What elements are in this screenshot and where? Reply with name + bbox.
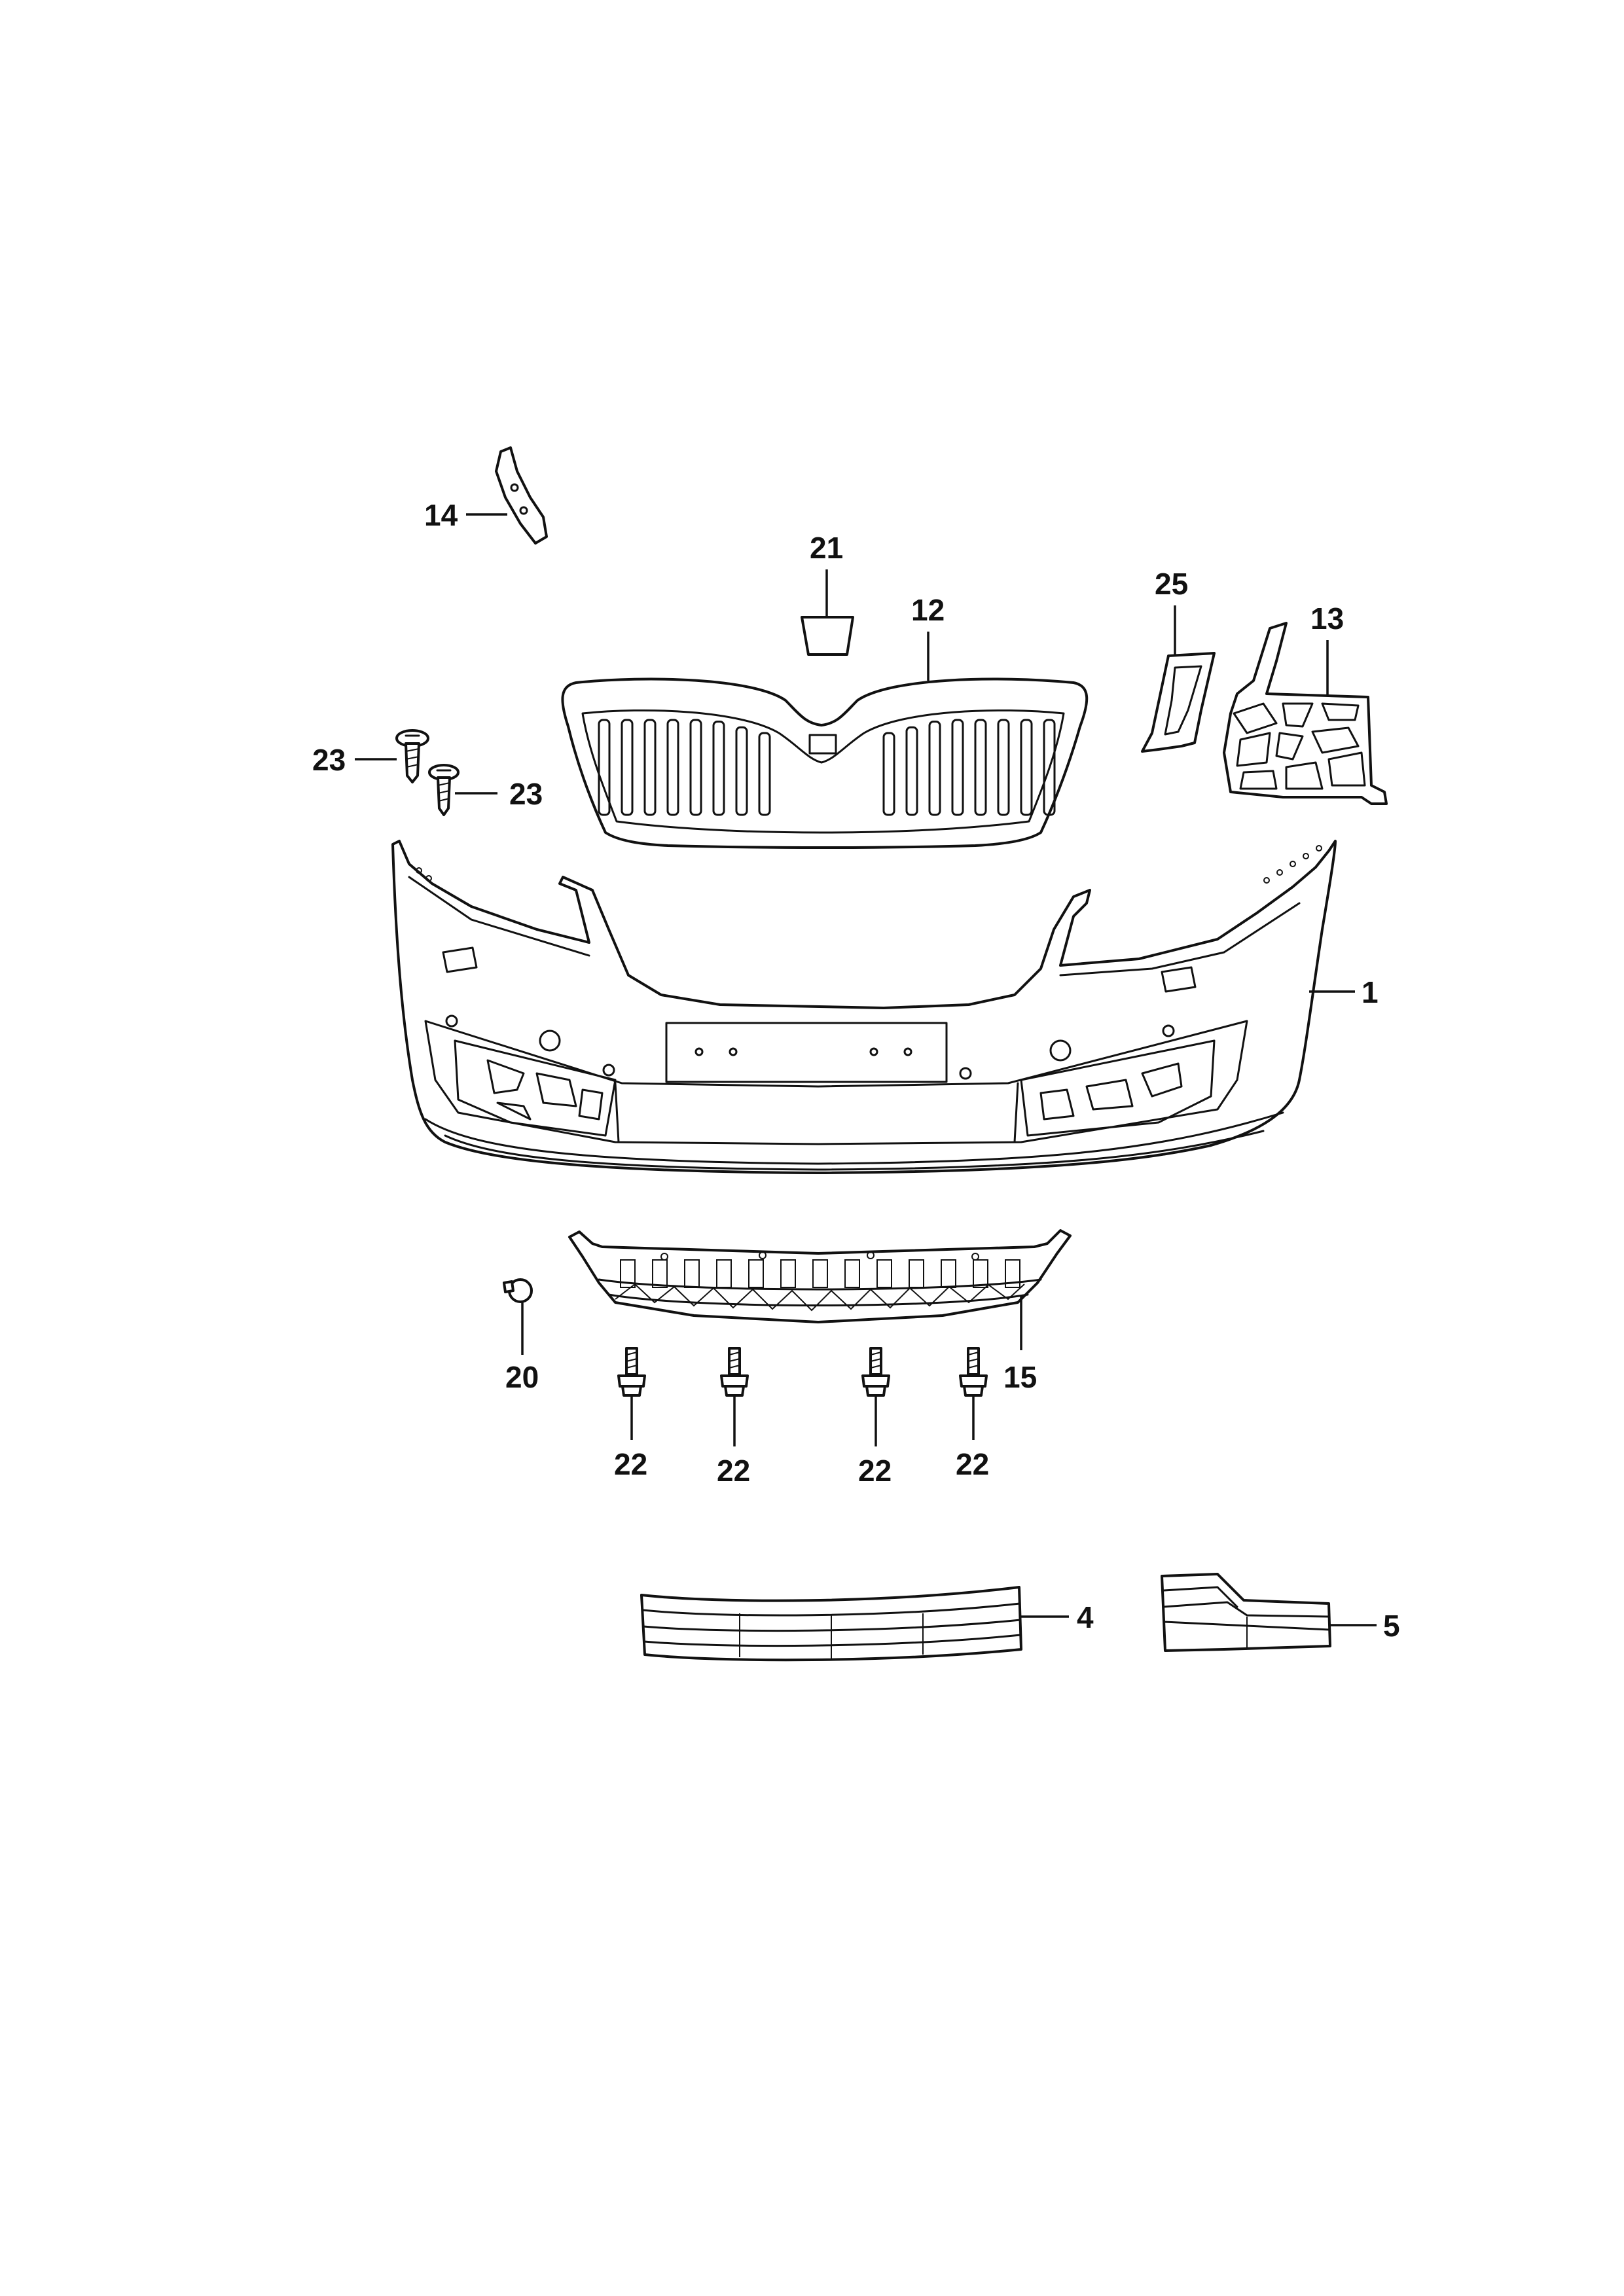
grille-bar [928, 721, 941, 816]
callout-22-3: 22 [858, 1454, 892, 1488]
callout-21: 21 [810, 531, 843, 565]
part-23-screw-lower [428, 764, 460, 816]
callout-13: 13 [1310, 601, 1344, 636]
reinforcement-slot [909, 1259, 924, 1288]
part-13-grille-holder [1223, 622, 1388, 805]
grille-bar [735, 726, 748, 816]
grille-bar [951, 719, 964, 816]
reinforcement-slot [1005, 1259, 1020, 1288]
holder-ribs [1233, 702, 1366, 790]
part-25-grille-insert [1141, 652, 1216, 753]
part-14-bracket [495, 446, 548, 545]
grille-bar [1020, 719, 1033, 816]
reinforcement-slot [652, 1259, 668, 1288]
grille-bar [621, 719, 634, 816]
reinforcement-slots [620, 1259, 1020, 1288]
part-4-trim-strip [640, 1586, 1022, 1662]
callout-5: 5 [1383, 1609, 1400, 1643]
reinforcement-slot [684, 1259, 700, 1288]
grille-bar [689, 719, 702, 816]
part-20-clip [503, 1278, 533, 1303]
callout-15: 15 [1003, 1360, 1037, 1394]
callout-12: 12 [911, 593, 945, 627]
grille-bar [643, 719, 657, 816]
reinforcement-slot [941, 1259, 956, 1288]
grille-bar [712, 721, 725, 816]
reinforcement-slot [876, 1259, 892, 1288]
grille-bar [882, 732, 895, 816]
reinforcement-slot [620, 1259, 636, 1288]
callout-22-4: 22 [956, 1447, 989, 1481]
part-23-screw-upper [395, 729, 429, 783]
grille-bar [1043, 719, 1056, 816]
callout-22-1: 22 [614, 1447, 647, 1481]
callout-1: 1 [1362, 975, 1379, 1009]
part-15-lower-reinforcement [568, 1229, 1072, 1323]
callout-22-2: 22 [717, 1454, 750, 1488]
reinforcement-slot [716, 1259, 732, 1288]
part-5-side-trim [1161, 1573, 1331, 1652]
reinforcement-slot [973, 1259, 988, 1288]
part-22-bolt-4 [959, 1347, 988, 1397]
part-21-emblem-clip [801, 616, 854, 656]
reinforcement-slot [780, 1259, 796, 1288]
reinforcement-slot [844, 1259, 860, 1288]
part-22-bolt-2 [720, 1347, 749, 1397]
reinforcement-slot [748, 1259, 764, 1288]
reinforcement-slot [812, 1259, 828, 1288]
part-1-bumper-cover [391, 840, 1337, 1174]
callout-14: 14 [424, 498, 458, 532]
part-22-bolt-1 [617, 1347, 646, 1397]
callout-23-upper: 23 [312, 743, 346, 777]
grille-bar [905, 726, 918, 816]
callout-23-lower: 23 [509, 777, 543, 811]
grille-bar [598, 719, 611, 816]
callout-4: 4 [1077, 1600, 1094, 1634]
callout-20: 20 [505, 1360, 539, 1394]
grille-bar [758, 732, 771, 816]
grille-vertical-bars [598, 719, 1056, 816]
callout-25: 25 [1155, 567, 1188, 601]
grille-bar [666, 719, 679, 816]
grille-bar [997, 719, 1010, 816]
grille-bar [974, 719, 987, 816]
part-12-radiator-grille [561, 677, 1089, 849]
part-22-bolt-3 [861, 1347, 890, 1397]
